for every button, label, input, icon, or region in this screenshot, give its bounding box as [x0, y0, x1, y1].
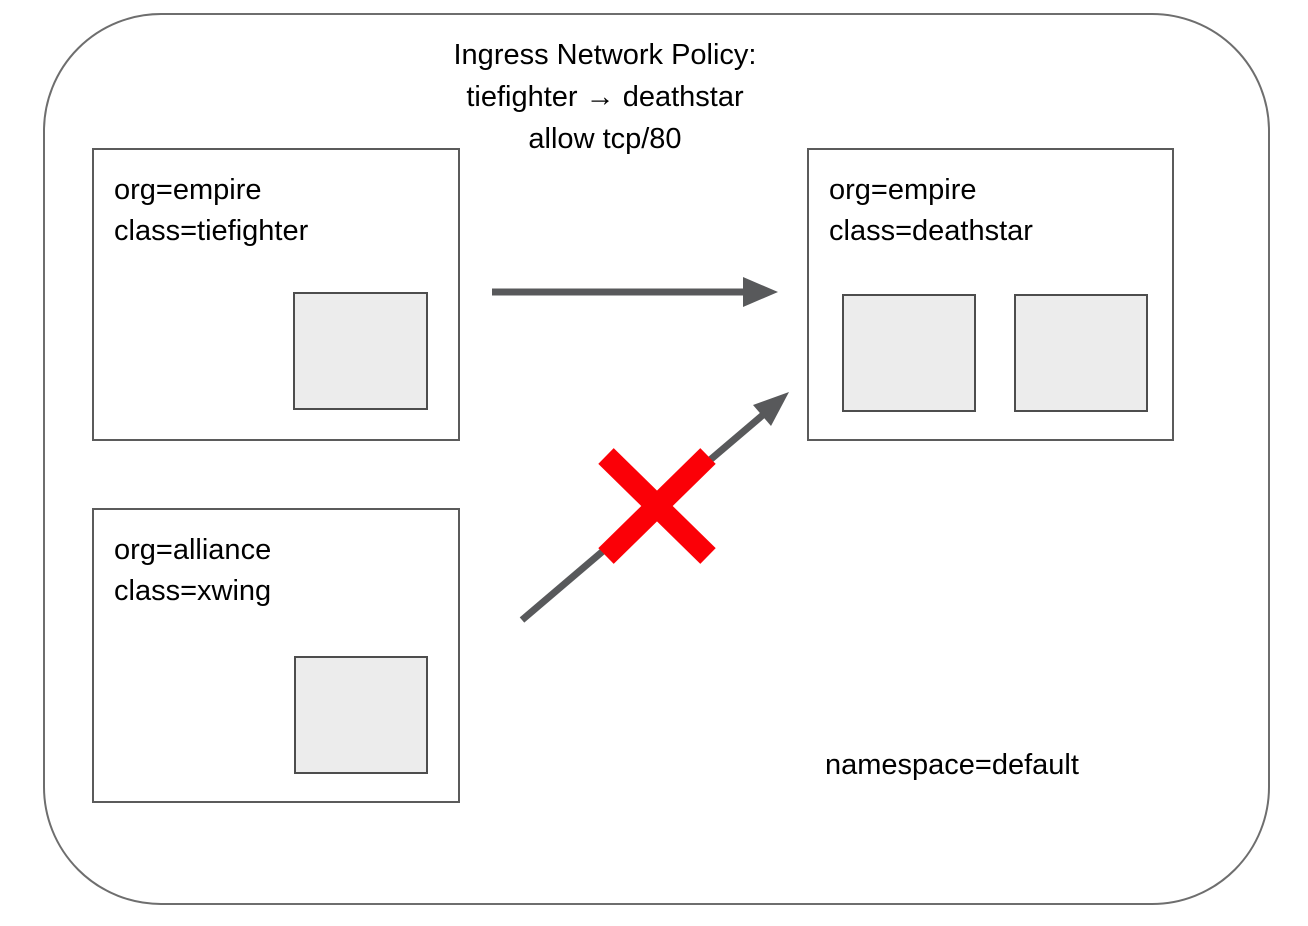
node-deathstar-class-label: class=deathstar — [829, 215, 1033, 247]
pod-icon-deathstar-2 — [1014, 294, 1148, 412]
node-xwing-labels: org=alliance class=xwing — [114, 530, 271, 612]
node-tiefighter-class-label: class=tiefighter — [114, 215, 309, 247]
node-tiefighter: org=empire class=tiefighter — [92, 148, 460, 441]
policy-title-line-3: allow tcp/80 — [528, 123, 682, 155]
node-tiefighter-org-label: org=empire — [114, 174, 262, 206]
node-xwing-org-label: org=alliance — [114, 534, 272, 566]
policy-title-line-1: Ingress Network Policy: — [453, 39, 757, 71]
node-tiefighter-labels: org=empire class=tiefighter — [114, 170, 308, 252]
pod-icon-xwing — [294, 656, 428, 774]
pod-icon-tiefighter — [293, 292, 428, 410]
node-deathstar-labels: org=empire class=deathstar — [829, 170, 1033, 252]
namespace-label: namespace=default — [825, 749, 1079, 781]
policy-title: Ingress Network Policy: tiefighter → dea… — [355, 34, 855, 160]
node-deathstar-org-label: org=empire — [829, 174, 977, 206]
pod-icon-deathstar-1 — [842, 294, 976, 412]
namespace-boundary — [43, 13, 1270, 905]
policy-title-line-2: tiefighter → deathstar — [466, 81, 744, 113]
node-xwing-class-label: class=xwing — [114, 575, 272, 607]
